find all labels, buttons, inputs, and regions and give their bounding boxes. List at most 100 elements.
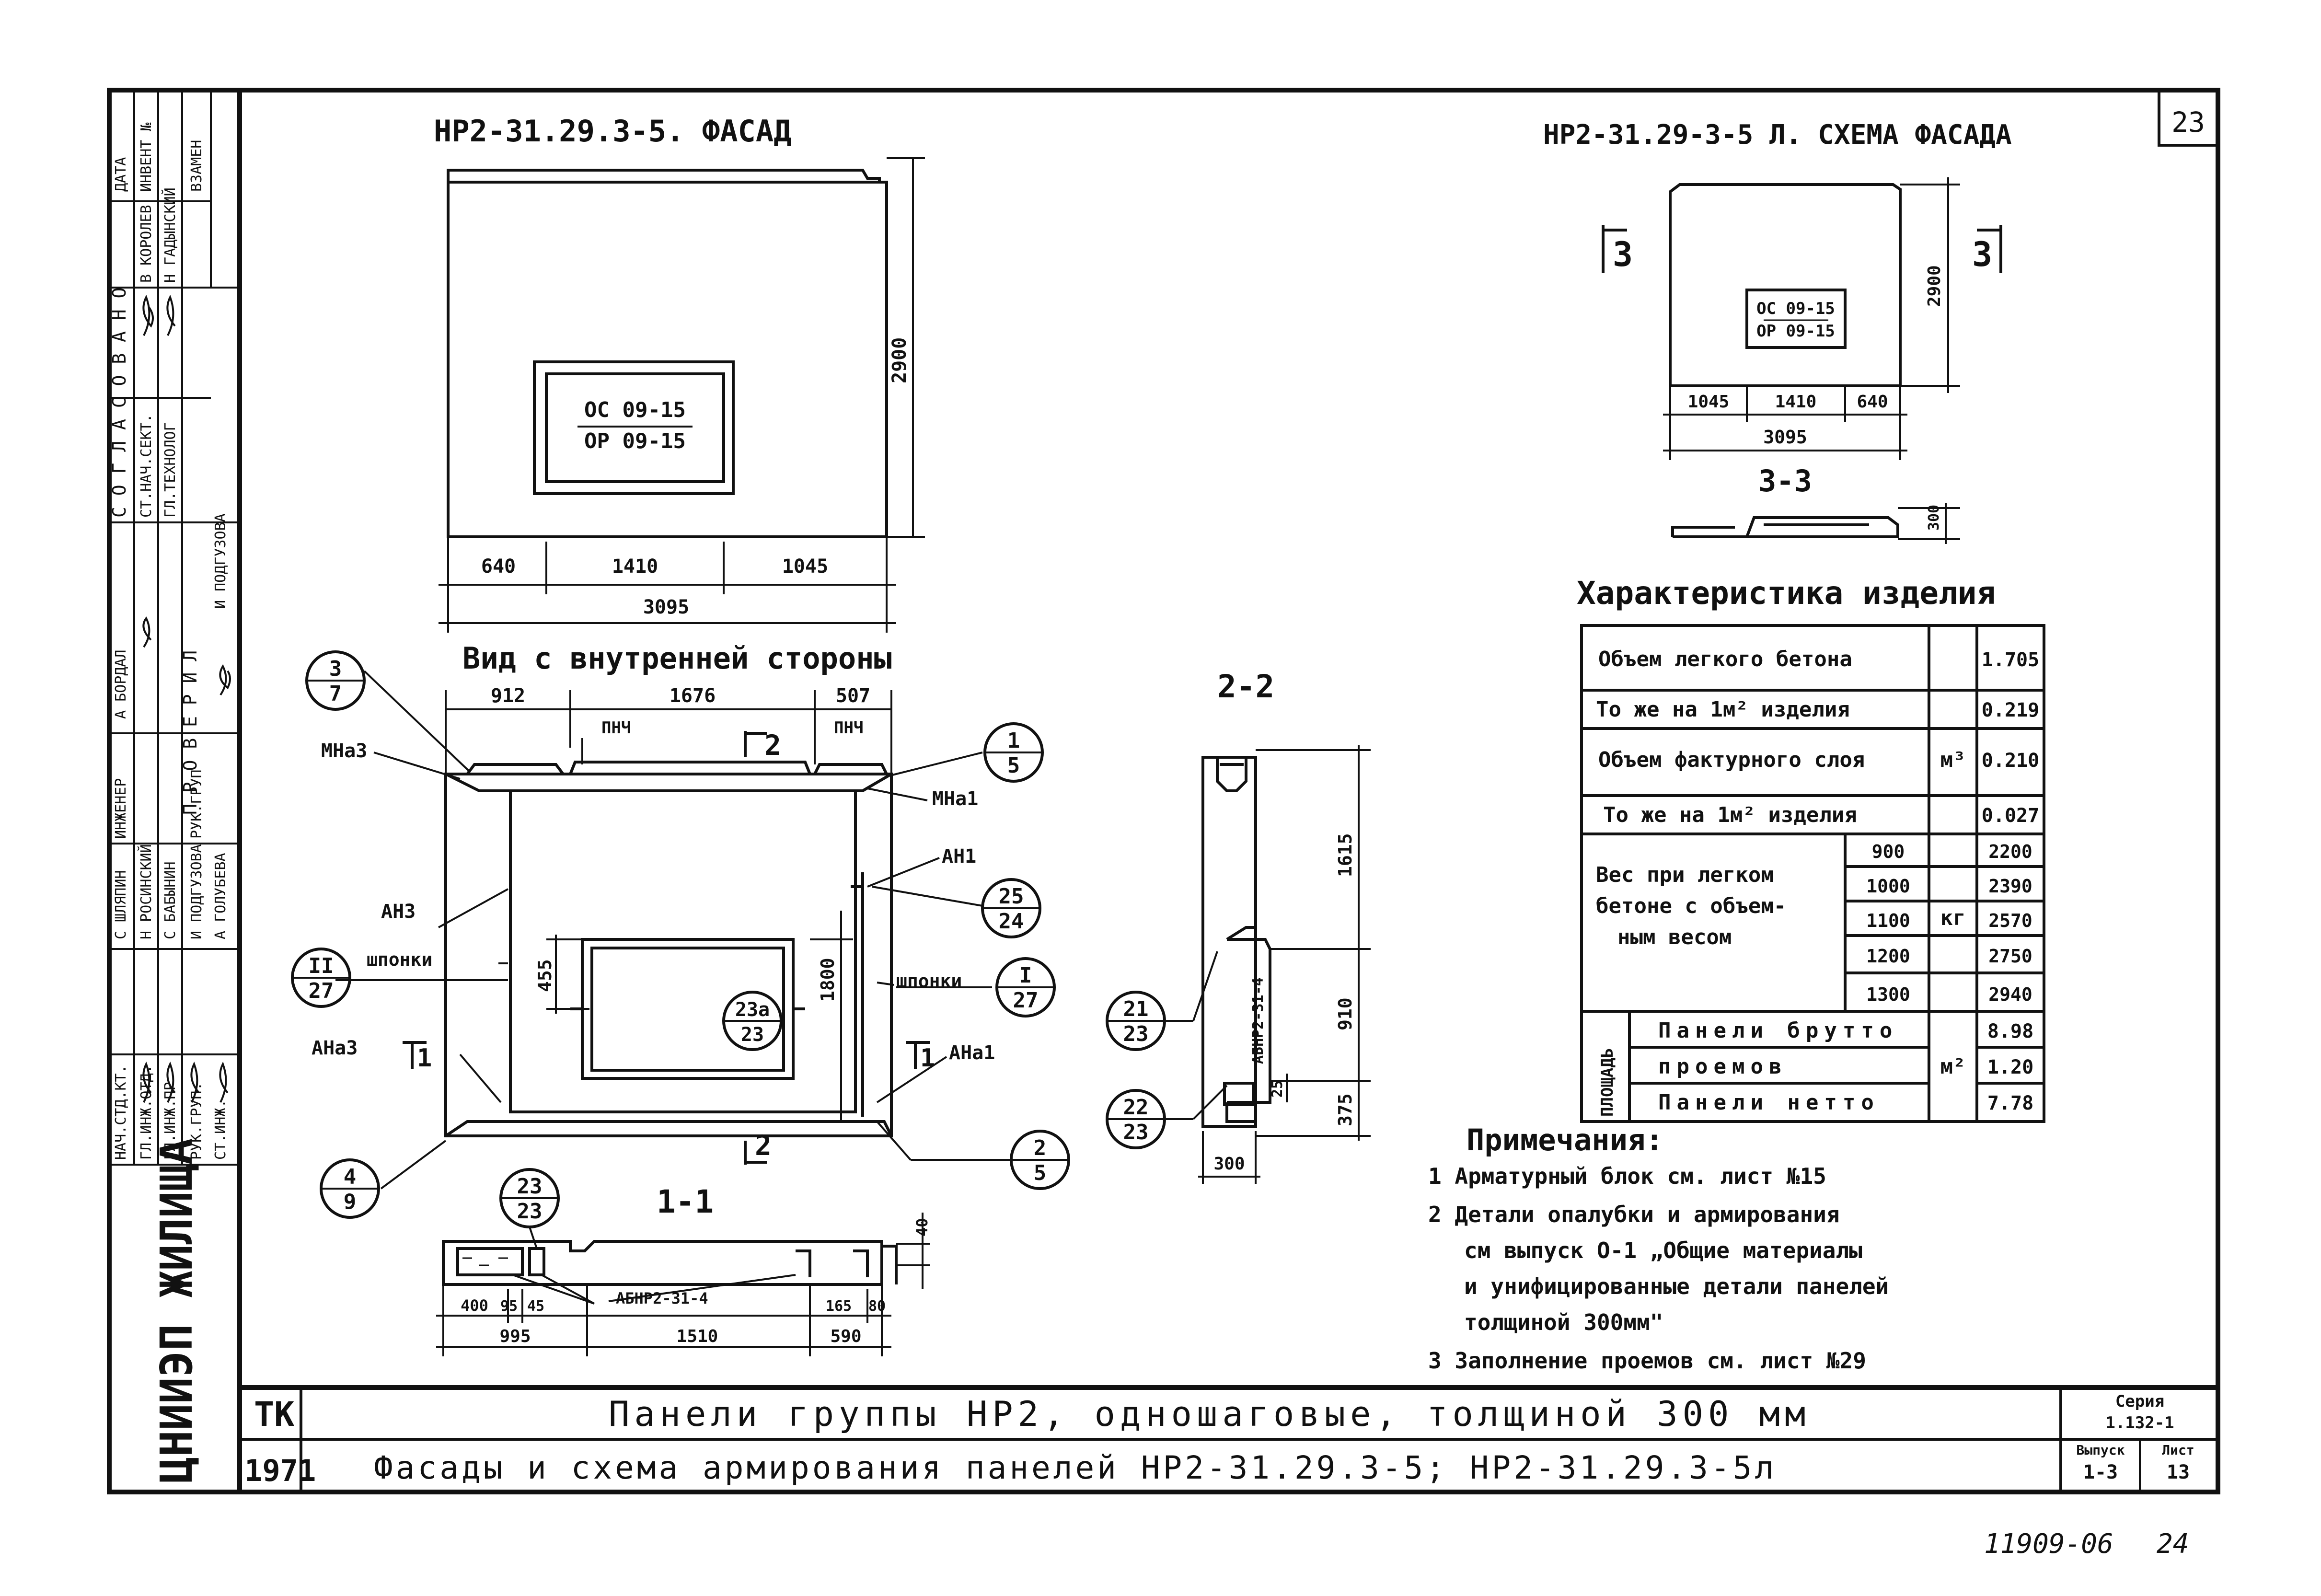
- interior-window-h: 455: [534, 959, 555, 992]
- section-1-1-dim-1510: 1510: [677, 1327, 718, 1346]
- title-block-issue-label: Выпуск: [2076, 1442, 2125, 1458]
- area-row-3-label: Панели нетто: [1658, 1090, 1880, 1115]
- weight-4: 2750: [1988, 946, 2032, 967]
- note-2-cont-1: см выпуск О-1 „Общие материалы: [1464, 1237, 1862, 1263]
- callout-4-9-top: 4: [344, 1165, 357, 1189]
- title-block-line-2: Фасады и схема армирования панелей НР2-3…: [374, 1449, 1777, 1486]
- characteristics-text: Объем легкого бетона 1.705 То же на 1м² …: [1596, 647, 2039, 1117]
- approval-replace-header: ВЗАМЕН: [188, 140, 205, 192]
- section-2-2-dim-2: 910: [1335, 997, 1356, 1030]
- approval-name-5: С ШЛЯПИН: [113, 870, 129, 940]
- scheme-dim-2: 1410: [1775, 392, 1817, 412]
- signatures: [142, 294, 231, 1103]
- section-1-1-hatch: [462, 1257, 508, 1266]
- page-mark-page: 24: [2157, 1528, 2189, 1560]
- note-3: 3 Заполнение проемов см. лист №29: [1428, 1348, 1866, 1374]
- approval-role-7: ГЛ.ТЕХНОЛОГ: [162, 422, 179, 518]
- density-5: 1300: [1866, 984, 1910, 1005]
- section-1-1-dim-45: 45: [527, 1298, 544, 1315]
- interior-title: Вид с внутренней стороны: [462, 641, 892, 676]
- section-mark-bottom: 2: [755, 1129, 772, 1162]
- weight-3: 2570: [1988, 910, 2032, 931]
- interior-window-h2: 1800: [817, 958, 838, 1002]
- label-mna1: МНа1: [932, 788, 978, 810]
- leader-lines: [335, 670, 1011, 1190]
- page-mark-code: 11909-06: [1984, 1528, 2113, 1560]
- section-2-2-dim-1: 1615: [1335, 833, 1356, 877]
- section-3-3-dim: [1898, 503, 1960, 544]
- section-1-1-leaders: [512, 1213, 930, 1305]
- callout-4-9-bottom: 9: [344, 1190, 357, 1214]
- scheme-window-top: ОС 09-15: [1756, 299, 1835, 318]
- facade-dim-2: 1410: [612, 555, 658, 578]
- callout-3-7-bottom: 7: [329, 682, 342, 706]
- callout-22-23-top: 22: [1123, 1095, 1149, 1120]
- facade-title: НР2-31.29.3-5. ФАСАД: [434, 114, 792, 149]
- label-pnch-1: ПНЧ: [601, 718, 631, 738]
- section-2-2-leaders: [1165, 951, 1228, 1120]
- approval-role-4: НАЧ.СТД.КТ.: [113, 1064, 129, 1160]
- note-2-cont-3: толщиной 300мм": [1464, 1309, 1663, 1335]
- section-2-2-dim-small: 25: [1269, 1080, 1286, 1098]
- weight-unit: кг: [1940, 906, 1966, 930]
- approval-texts: ДАТА ИНВЕНТ № ВЗАМЕН С О Г Л А С О В А Н…: [109, 123, 229, 1160]
- scheme-section-marks: [1602, 225, 2002, 273]
- approval-strip: [109, 90, 241, 1492]
- scheme-panel: [1669, 183, 1902, 387]
- label-pnch-2: ПНЧ: [834, 718, 863, 738]
- callout-2-5-bottom: 5: [1034, 1161, 1047, 1185]
- approval-role-2: РУК.ГРУП.: [188, 1082, 205, 1160]
- title-block-year: 1971: [244, 1453, 316, 1488]
- callout-22-23-bottom: 23: [1123, 1120, 1149, 1145]
- callout-23-23-top: 23: [517, 1174, 543, 1199]
- callout-II-27-bottom: 27: [309, 979, 334, 1003]
- facade-bottom-dims: [439, 537, 896, 633]
- facade-panel: [447, 169, 888, 538]
- section-2-2-profile: [1201, 756, 1271, 1128]
- title-block-sheet-label: Лист: [2162, 1442, 2194, 1458]
- notes-title: Примечания:: [1467, 1122, 1663, 1157]
- note-2: 2 Детали опалубки и армирования: [1428, 1202, 1840, 1227]
- callout-I-27-bottom: 27: [1013, 988, 1039, 1013]
- label-ana3: АНа3: [312, 1037, 358, 1059]
- facade-window-bottom: ОР 09-15: [584, 429, 686, 453]
- callout-21-23-bottom: 23: [1123, 1022, 1149, 1046]
- approval-name-8: И ПОДГУЗОВА: [188, 844, 205, 939]
- characteristics-grid: [1580, 624, 2045, 1123]
- scheme-section-right: 3: [1972, 235, 1992, 274]
- approval-checked-header: П Р О В Е Р И Л: [180, 650, 201, 815]
- note-2-cont-2: и унифицированные детали панелей: [1464, 1273, 1889, 1299]
- area-row-1-label: Панели брутто: [1658, 1018, 1898, 1043]
- label-shponki-right: шпонки: [896, 971, 962, 992]
- approval-invent-header: ИНВЕНТ №: [138, 123, 155, 192]
- weight-label-1: Вес при легком: [1596, 863, 1774, 887]
- weight-label-3: ным весом: [1617, 925, 1732, 949]
- section-1-1-dim-80: 80: [868, 1298, 886, 1315]
- weight-label-2: бетоне с объем-: [1596, 894, 1786, 918]
- section-1-1-dims: [436, 1284, 891, 1356]
- density-4: 1200: [1866, 946, 1910, 967]
- callout-23-23-bottom: 23: [517, 1199, 543, 1224]
- scheme-total-dim: 3095: [1763, 427, 1807, 448]
- section-1-1-dim-40: 40: [913, 1218, 931, 1237]
- scheme-height-label: 2900: [1925, 265, 1944, 307]
- notes: Примечания: 1 Арматурный блок см. лист №…: [1428, 1122, 1889, 1374]
- char-row-4-label: То же на 1м² изделия: [1603, 803, 1857, 827]
- section-mark-top: 2: [764, 729, 781, 762]
- approval-date-header: ДАТА: [113, 157, 129, 192]
- scheme-window-bottom: ОР 09-15: [1756, 322, 1835, 341]
- facade-dim-1: 640: [481, 555, 516, 578]
- callout-dividers: [292, 680, 1165, 1199]
- area-unit: м²: [1940, 1054, 1966, 1079]
- approval-role-3: СТ.ИНЖ.: [212, 1099, 229, 1160]
- scheme-dim-3: 640: [1857, 392, 1888, 412]
- facade-total-dim: 3095: [643, 596, 689, 618]
- char-volume-unit: м³: [1940, 748, 1966, 772]
- title-block-issue: 1-3: [2083, 1461, 2118, 1483]
- char-row-4-value: 0.027: [1982, 805, 2039, 827]
- char-row-2-label: То же на 1м² изделия: [1596, 697, 1850, 722]
- approval-name-9: А ГОЛУБЕВА: [212, 853, 229, 939]
- callout-25-24-top: 25: [999, 884, 1024, 909]
- section-mark-right: 1: [920, 1044, 935, 1073]
- title-block-line-1: Панели группы НР2, одношаговые, толщиной…: [609, 1394, 1810, 1434]
